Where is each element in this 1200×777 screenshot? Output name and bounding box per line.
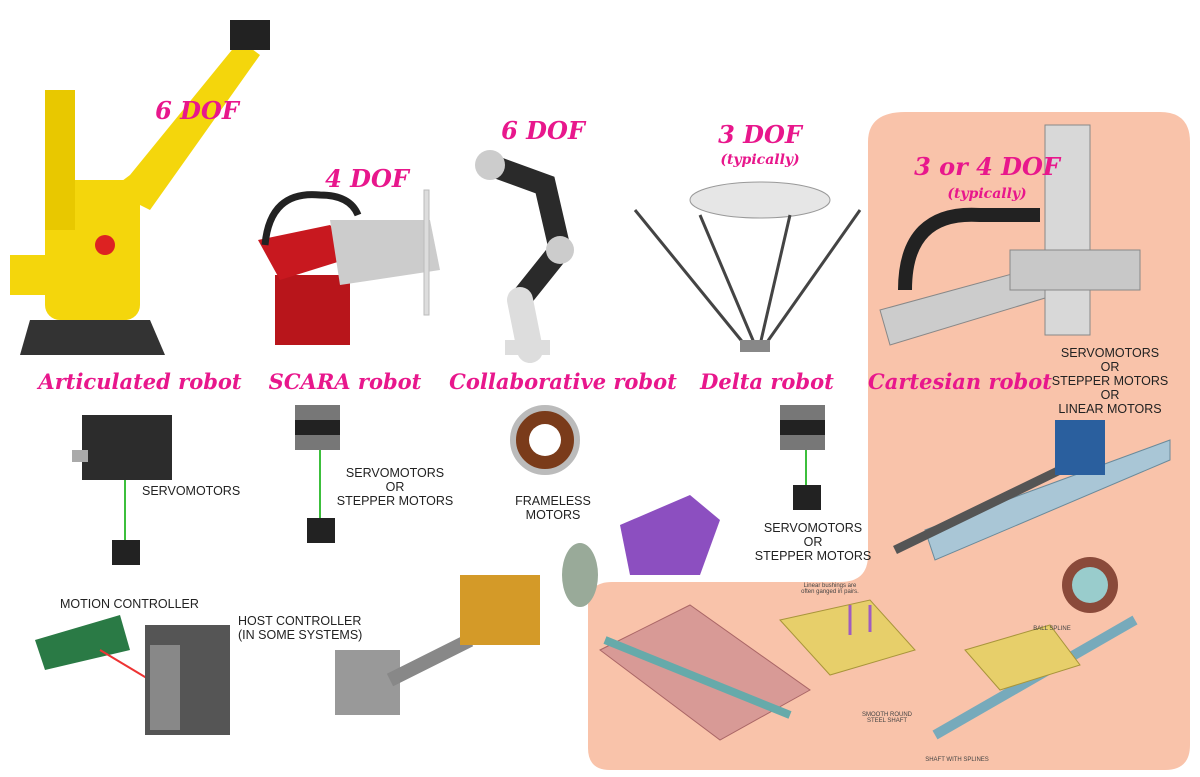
motor-text: OR [1100,360,1120,374]
motor-text: MOTORS [525,508,581,522]
scara-robot-image [258,189,440,345]
robot-name-articulated: Articulated robot [38,369,242,394]
linear-guide-rail [599,604,811,741]
stepper-scara [295,405,340,543]
servomotor-articulated [72,415,172,565]
note-text: often ganged in pairs. [801,589,859,595]
motor-text: SERVOMOTORS [142,484,241,498]
shaft-text: STEEL SHAFT [866,718,908,724]
motor-text: OR [803,535,823,549]
exploded-servomotor [335,495,720,715]
motor-text: SERVOMOTORS [345,466,445,480]
robot-name-scara: SCARA robot [268,369,422,394]
host-text: (IN SOME SYSTEMS) [238,628,363,642]
delta-robot-image [633,181,862,352]
dof-label-cartesian: 3 or 4 DOF [914,152,1060,181]
articulated-robot-image [10,20,270,355]
linear-motor [893,420,1171,561]
motor-text: OR [385,480,405,494]
robot-name-delta: Delta robot [700,369,834,394]
note-text: Linear bushings are [803,583,857,589]
shaft-text: SMOOTH ROUND [862,712,912,718]
host-text: HOST CONTROLLER [238,614,362,628]
dof-label-delta: 3 DOF [718,120,802,149]
dof-label-articulated: 6 DOF [155,96,239,125]
motor-text: STEPPER MOTORS [754,549,872,563]
dof-label-scara: 4 DOF [325,164,409,193]
frameless-motor [510,405,580,475]
motor-text: OR [1100,388,1120,402]
spline-shaft-label: SHAFT WITH SPLINES [925,757,989,763]
collaborative-robot-image [475,150,574,363]
ball-spline [932,557,1138,740]
dof-label-collaborative: 6 DOF [501,116,585,145]
host-controller-label: HOST CONTROLLER(IN SOME SYSTEMS) [238,614,362,642]
motor-text: SERVOMOTORS [763,521,863,535]
motor-text: STEPPER MOTORS [336,494,454,508]
motion-controller-label: MOTION CONTROLLER [60,597,199,611]
dof-note-cartesian: (typically) [947,186,1027,202]
ball-spline-label: BALL SPLINE [1033,626,1071,632]
host-controller-unit [145,625,230,735]
motor-text: SERVOMOTORS [1060,346,1160,360]
motor-text: FRAMELESS [515,494,591,508]
stepper-delta [780,405,825,510]
linear-bushings [779,599,916,676]
motor-text: LINEAR MOTORS [1058,402,1162,416]
motor-label-articulated: SERVOMOTORS [142,484,240,498]
dof-note-delta: (typically) [720,152,800,168]
robot-name-collaborative: Collaborative robot [449,369,677,394]
motion-controller-board [35,615,151,681]
cartesian-robot-image [879,124,1141,346]
motor-text: STEPPER MOTORS [1051,374,1169,388]
robot-name-cartesian: Cartesian robot [868,369,1052,394]
